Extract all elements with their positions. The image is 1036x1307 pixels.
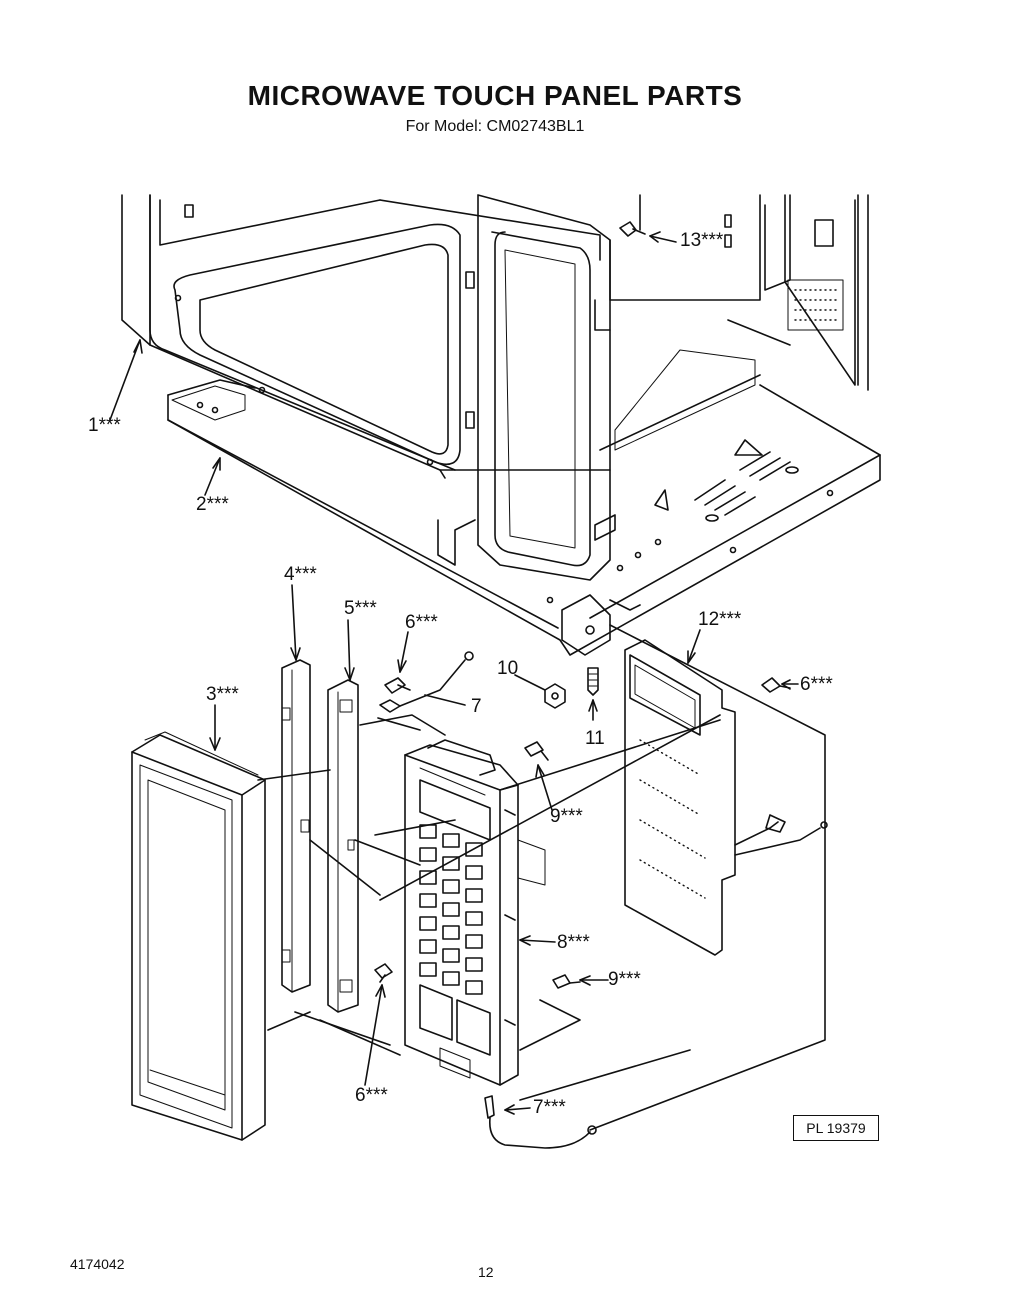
part-7-wire-top [379,651,474,713]
part-6-screw-bottom [374,963,393,983]
callout-8: 8*** [557,932,590,953]
callout-6-bottom: 6*** [355,1085,388,1106]
part-5-hinge-plate [327,679,359,1013]
part-13-screw [619,221,677,243]
part-9-screw-upper [524,741,549,761]
part-10-nut [544,683,566,709]
callout-7-bottom: 7*** [533,1097,566,1118]
part-12-circuit-board [624,639,828,956]
part-1-cabinet [121,194,869,581]
leader-5 [347,619,351,681]
part-8-control-panel [404,739,546,1086]
callout-5: 5*** [344,598,377,619]
part-2-base-plate [167,349,881,656]
callout-12: 12*** [698,609,742,630]
plate-number-box: PL 19379 [793,1115,879,1141]
diagram-title: MICROWAVE TOUCH PANEL PARTS [247,80,743,111]
part-9-screw-lower [552,974,581,989]
callout-2: 2*** [196,494,229,515]
callout-6-right: 6*** [800,674,833,695]
page-number: 12 [478,1264,494,1280]
callout-3: 3*** [206,684,239,705]
callout-11: 11 [585,728,605,749]
callout-1: 1*** [88,415,121,436]
callout-13: 13*** [680,230,724,251]
callout-4: 4*** [284,564,317,585]
part-4-latch-bar [281,659,311,993]
part-11-screw [587,667,599,696]
part-3-front-frame [131,731,266,1141]
part-6-screw-top [384,677,411,694]
document-number: 4174042 [70,1256,125,1272]
assembly-lines [257,624,826,1131]
leader-2 [204,457,221,496]
callout-10: 10 [497,658,519,679]
model-subtitle: For Model: CM02743BL1 [405,118,585,135]
leader-1 [109,339,141,421]
part-7-ground-wire [484,1095,597,1149]
callout-7-top: 7 [471,696,482,717]
leader-4 [291,584,297,661]
callout-9-lower: 9*** [608,969,641,990]
leader-12 [687,629,701,664]
callout-6-top: 6*** [405,612,438,633]
callout-9-upper: 9*** [550,806,583,827]
part-6-screw-right [761,677,791,693]
